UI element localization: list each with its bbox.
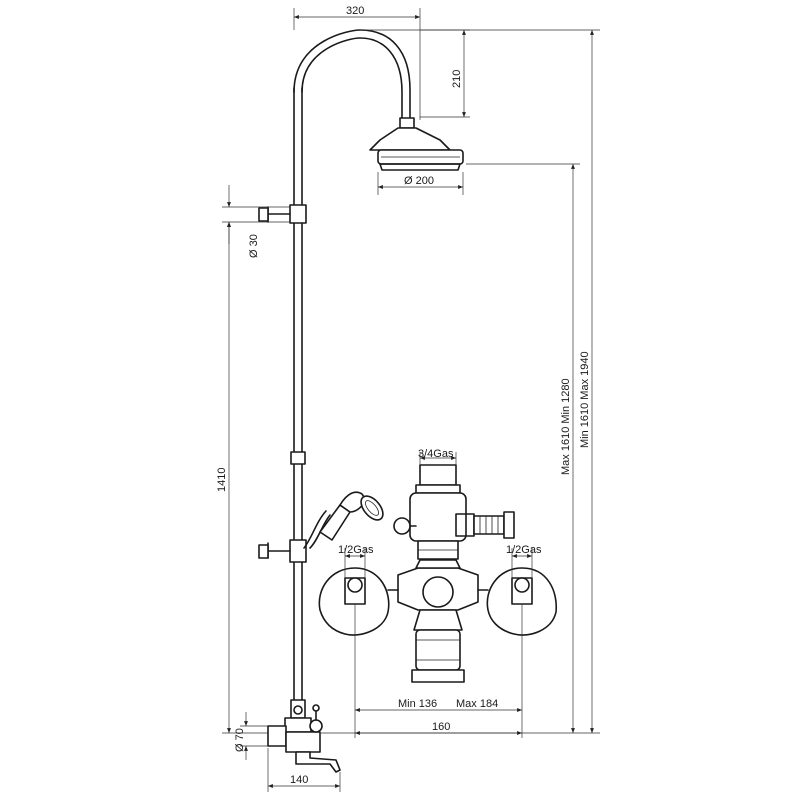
dim-base-diameter: [240, 712, 268, 760]
label-base-diameter: Ø 70: [234, 728, 246, 752]
bath-spout: [267, 699, 341, 773]
label-max-range: Max 184: [456, 698, 498, 710]
wall-bracket-top: [258, 206, 291, 223]
dim-spout-length: [267, 748, 341, 792]
label-head-diameter: Ø 200: [404, 175, 434, 187]
dim-head-diameter: [377, 172, 464, 195]
diverter-body: [393, 464, 515, 560]
hand-shower: [258, 491, 384, 559]
label-pipe-diameter: Ø 30: [248, 234, 260, 258]
valve-left: [318, 567, 399, 636]
cross-body: [397, 559, 479, 683]
label-rail-height: 1410: [216, 468, 228, 492]
dim-top-inlet: [419, 452, 457, 465]
label-arm-height: 210: [451, 70, 463, 88]
dim-rail-height: [222, 222, 268, 734]
label-top-width: 320: [346, 5, 364, 17]
label-spout-length: 140: [290, 774, 308, 786]
label-right-inlet: 1/2Gas: [506, 544, 542, 556]
label-center-distance: 160: [432, 721, 450, 733]
dim-center-distance: [354, 604, 523, 738]
label-top-inlet: 3/4Gas: [418, 448, 454, 460]
dim-top-width: [293, 8, 421, 120]
shower-head: [369, 117, 464, 171]
riser-pipe: [289, 29, 411, 701]
label-min-range: Min 136: [398, 698, 437, 710]
valve-right: [477, 567, 558, 636]
dim-side-inlets: [344, 548, 533, 578]
label-left-inlet: 1/2Gas: [338, 544, 374, 556]
label-height-range-1: Max 1610 Min 1280: [560, 378, 572, 475]
label-height-range-2: Min 1610 Max 1940: [579, 351, 591, 448]
